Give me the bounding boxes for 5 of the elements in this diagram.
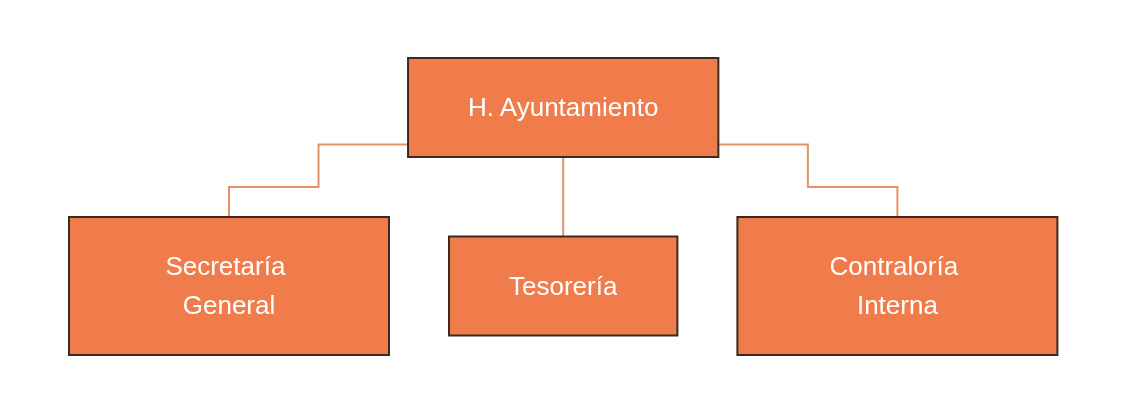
node-box: Contraloría Interna	[736, 216, 1059, 356]
node-box: Tesorería	[447, 235, 679, 337]
node-box: Secretaría General	[67, 216, 390, 356]
connector	[562, 156, 564, 238]
node-box: H. Ayuntamiento	[406, 57, 720, 158]
